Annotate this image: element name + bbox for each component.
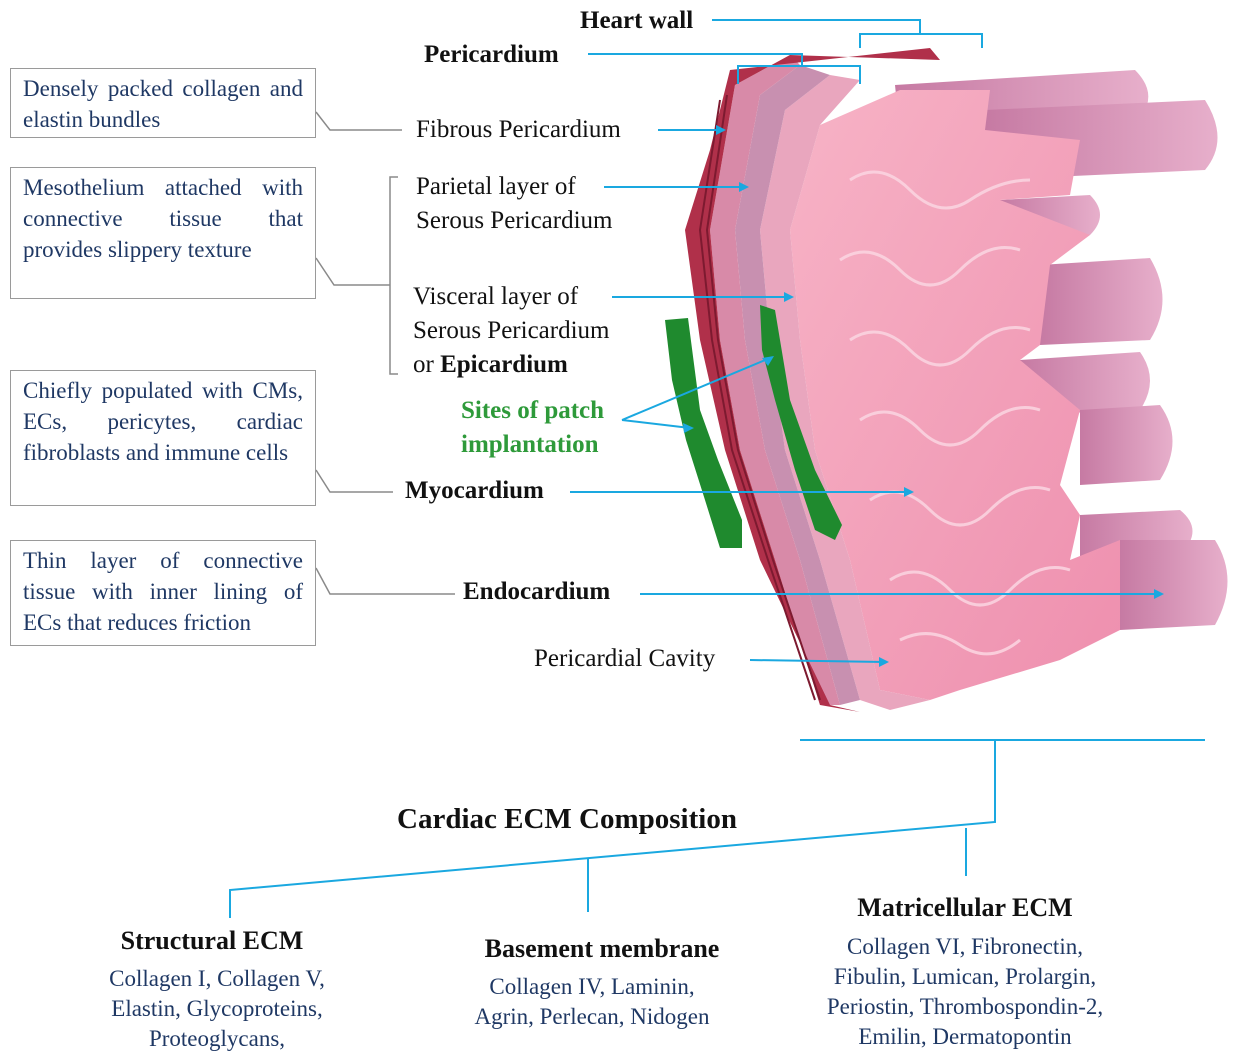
parietal-layer-label-1: Parietal layer of [416,170,576,204]
structural-ecm-line: Collagen I, Collagen V, [72,964,362,994]
structural-ecm-list: Collagen I, Collagen V, Elastin, Glycopr… [72,964,362,1054]
endocardium-description-box: Thin layer of connective tissue with inn… [10,540,316,646]
patch-sites-label-1: Sites of patch [461,394,604,428]
matricellular-ecm-line: Collagen VI, Fibronectin, [810,932,1120,962]
fibrous-pericardium-label: Fibrous Pericardium [416,113,621,147]
pericardium-label: Pericardium [424,38,559,72]
visceral-layer-label-2: Serous Pericardium [413,314,609,348]
myocardium-description: Chiefly populated with CMs, ECs, pericyt… [23,378,303,465]
visceral-layer-label-1: Visceral layer of [413,280,578,314]
serous-description-box: Mesothelium attached with connective tis… [10,167,316,299]
basement-membrane-list: Collagen IV, Laminin, Agrin, Perlecan, N… [452,972,732,1032]
fibrous-description: Densely packed collagen and elastin bund… [23,76,303,132]
epicardium-term: Epicardium [440,351,568,378]
matricellular-ecm-list: Collagen VI, Fibronectin, Fibulin, Lumic… [810,932,1120,1052]
fibrous-description-box: Densely packed collagen and elastin bund… [10,68,316,138]
matricellular-ecm-line: Emilin, Dermatopontin [810,1022,1120,1052]
visceral-prefix: or [413,351,440,378]
matricellular-ecm-line: Periostin, Thrombospondin-2, [810,992,1120,1022]
basement-membrane-line: Collagen IV, Laminin, [452,972,732,1002]
pericardial-cavity-label: Pericardial Cavity [534,642,715,676]
endocardium-label: Endocardium [463,575,610,609]
myocardium-description-box: Chiefly populated with CMs, ECs, pericyt… [10,370,316,506]
endocardium-description: Thin layer of connective tissue with inn… [23,548,303,635]
basement-membrane-line: Agrin, Perlecan, Nidogen [452,1002,732,1032]
ecm-title: Cardiac ECM Composition [397,803,737,836]
serous-description: Mesothelium attached with connective tis… [23,175,303,262]
structural-ecm-line: Elastin, Glycoproteins, [72,994,362,1024]
structural-ecm-title: Structural ECM [72,926,352,956]
heart-wall-label: Heart wall [580,4,693,38]
myocardium-label: Myocardium [405,474,544,508]
matricellular-ecm-line: Fibulin, Lumican, Prolargin, [810,962,1120,992]
structural-ecm-line: Proteoglycans, [72,1024,362,1054]
visceral-layer-label-3: or Epicardium [413,348,568,382]
parietal-layer-label-2: Serous Pericardium [416,204,612,238]
patch-sites-label-2: implantation [461,428,599,462]
basement-membrane-title: Basement membrane [452,934,752,964]
matricellular-ecm-title: Matricellular ECM [820,893,1110,923]
